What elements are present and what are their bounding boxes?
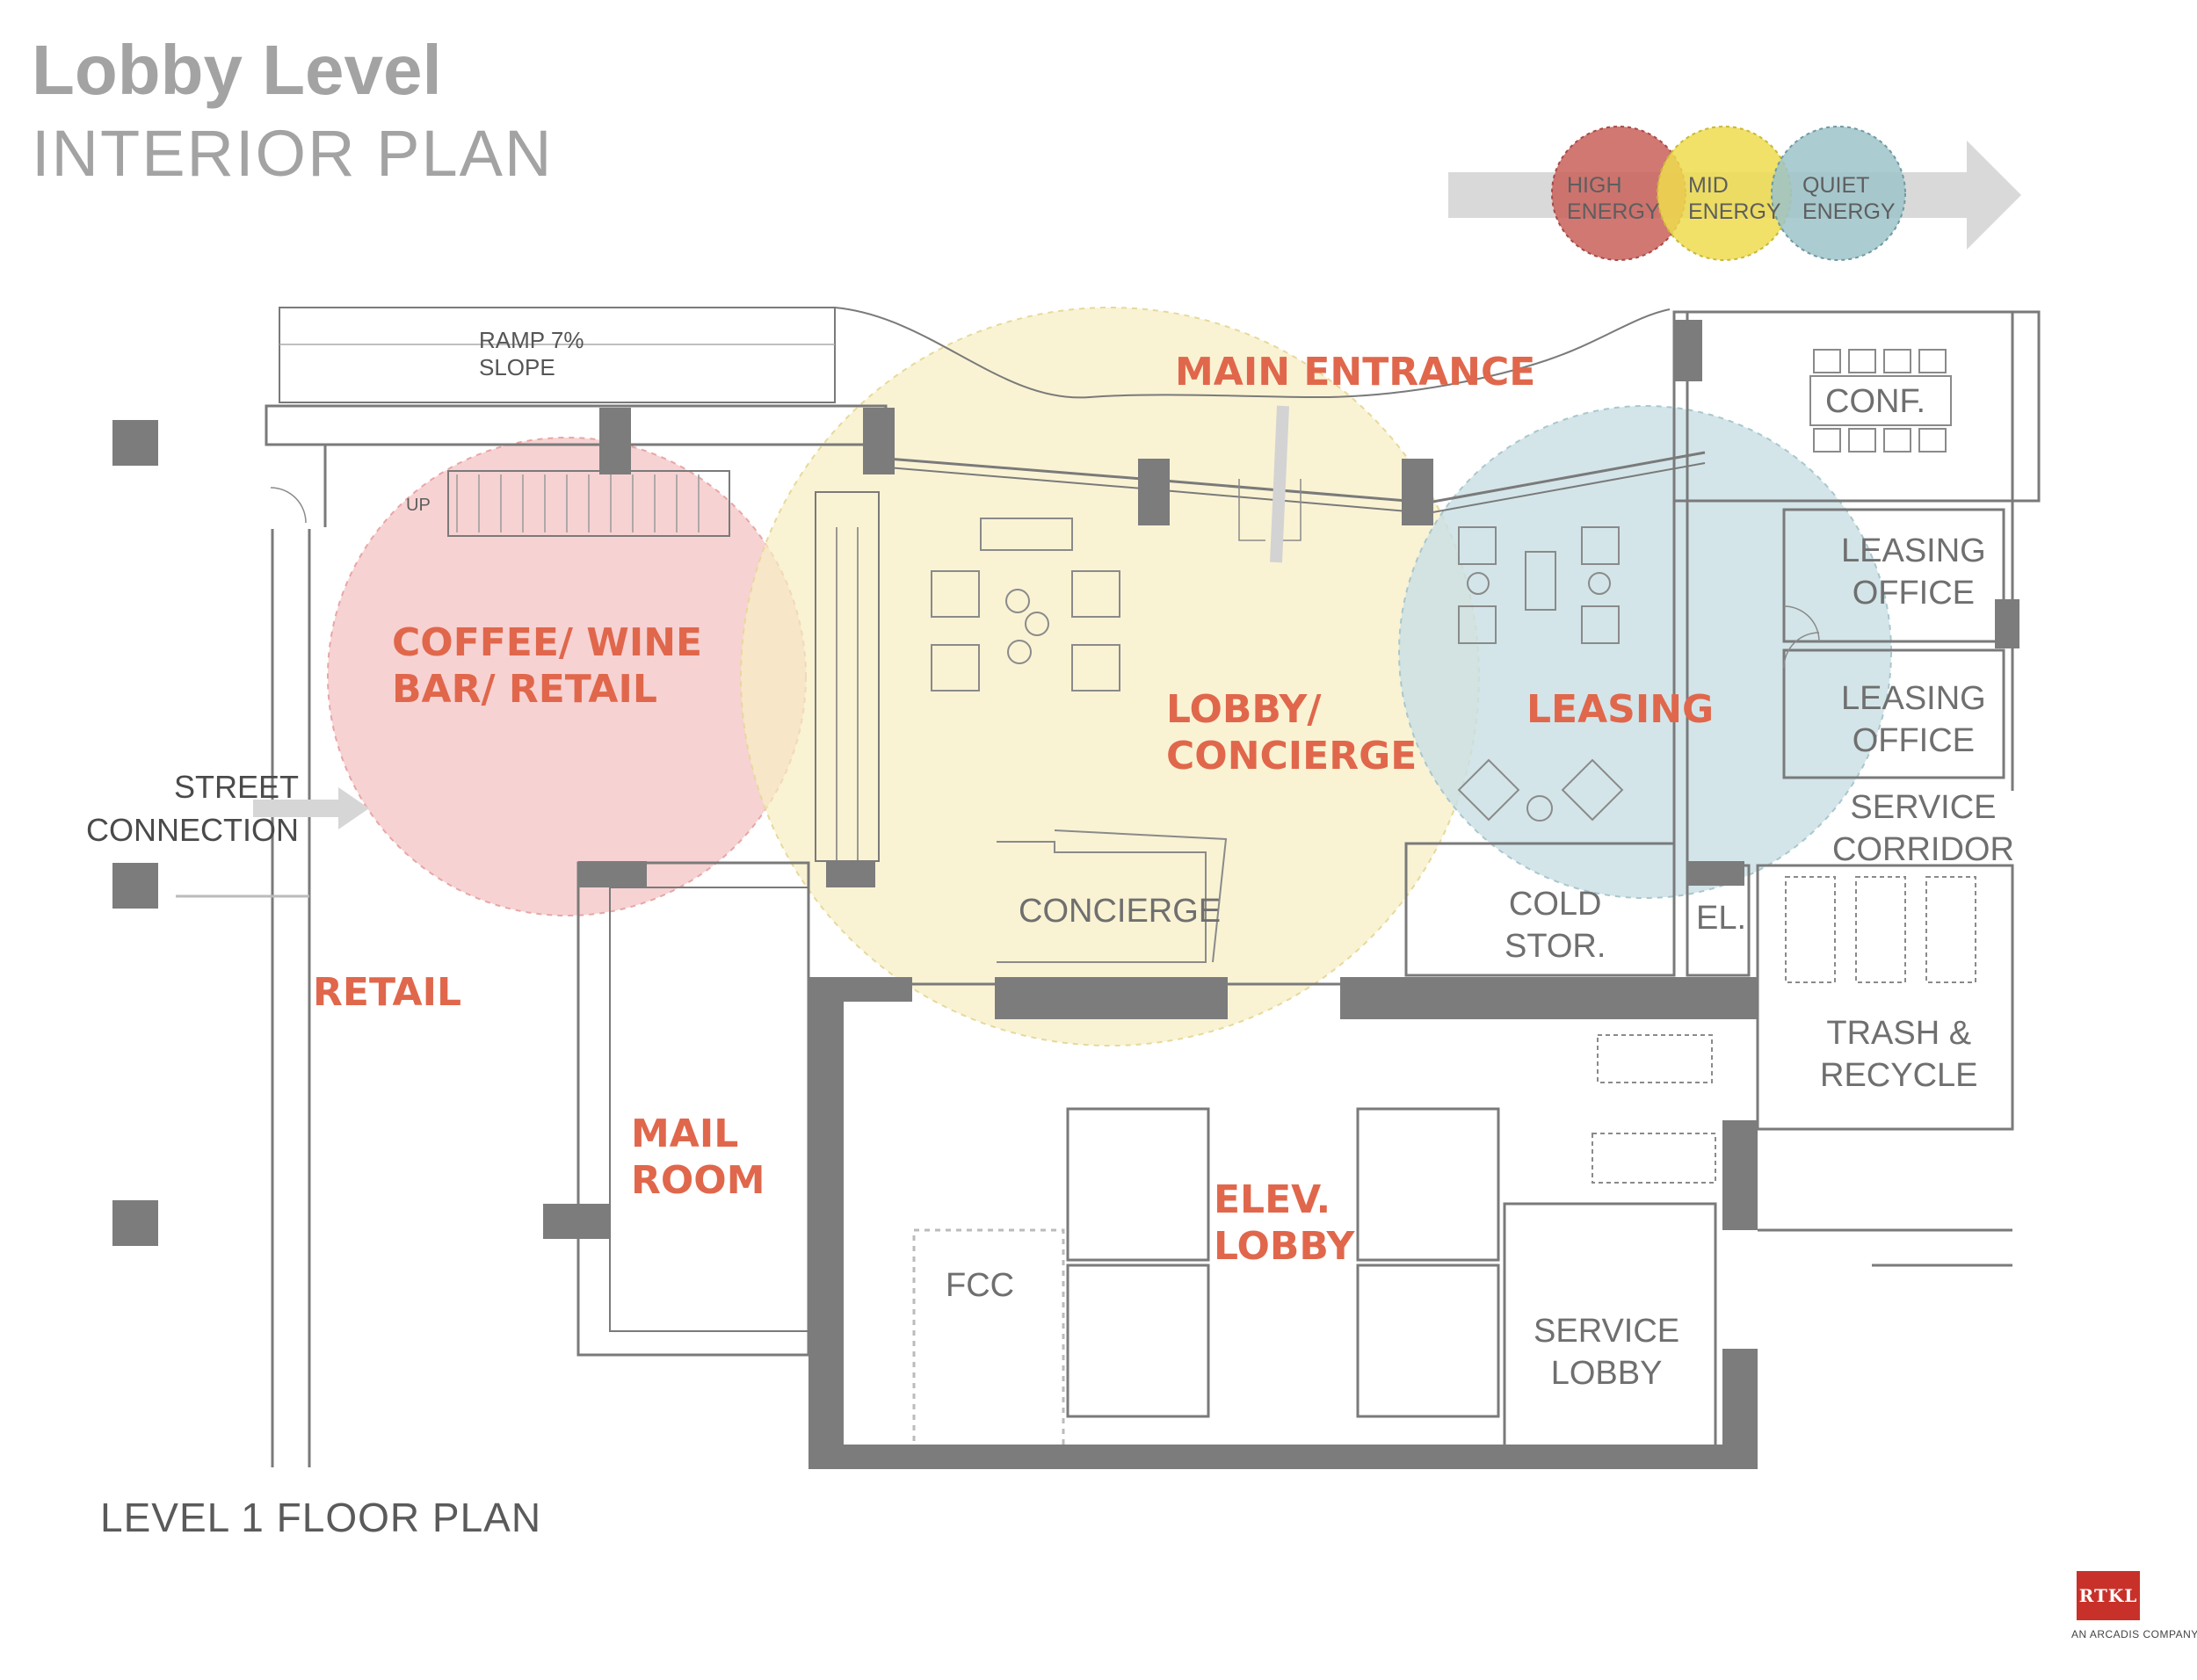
lobby-zone-line1: LOBBY/ (1166, 687, 1322, 732)
street-connection-line2: CONNECTION (86, 811, 299, 848)
elev-lobby-label: ELEV. LOBBY (1214, 1177, 1354, 1271)
street-connection-label: STREET CONNECTION (86, 766, 299, 851)
ramp-line2: SLOPE (479, 354, 555, 381)
entrance-arrow (1270, 405, 1289, 563)
legend-high-line1: HIGH (1567, 173, 1622, 198)
leasing-office-1-line1: LEASING (1841, 532, 1986, 569)
rtkl-logo: RTKL (2077, 1571, 2140, 1620)
cold-storage-line2: STOR. (1505, 927, 1606, 965)
service-lobby-line2: LOBBY (1550, 1354, 1663, 1392)
elev-lobby-line2: LOBBY (1214, 1223, 1355, 1269)
stair-up-label: UP (406, 496, 431, 515)
street-connection-line1: STREET (173, 769, 299, 805)
lobby-zone-line2: CONCIERGE (1166, 733, 1418, 778)
lobby-zone-bubble (740, 307, 1480, 1046)
leasing-zone-bubble (1398, 405, 1892, 899)
rtkl-logo-text: RTKL (2078, 1585, 2138, 1606)
coffee-zone-line1: COFFEE/ WINE (392, 620, 703, 665)
fcc-room-label: FCC (946, 1267, 1015, 1304)
trash-recycle-line2: RECYCLE (1820, 1056, 1978, 1094)
mail-room-line1: MAIL (631, 1112, 739, 1156)
lobby-zone-label: LOBBY/ CONCIERGE (1166, 687, 1417, 780)
furniture (270, 349, 1976, 1184)
cold-storage-label: COLD STOR. (1505, 884, 1606, 967)
coffee-zone-label: COFFEE/ WINE BAR/ RETAIL (392, 620, 702, 713)
concierge-desk-label: CONCIERGE (1019, 893, 1222, 930)
logo-tagline: AN ARCADIS COMPANY (2071, 1628, 2197, 1640)
thin-walls (176, 307, 2041, 1467)
legend-quiet-energy-circle (1771, 126, 1906, 261)
legend-quiet-energy-label: QUIET ENERGY (1802, 172, 1896, 225)
service-lobby-line1: SERVICE (1534, 1313, 1680, 1350)
legend-mid-line2: ENERGY (1688, 199, 1781, 224)
main-entrance-label: MAIN ENTRANCE (1175, 350, 1536, 395)
trash-recycle-label: TRASH & RECYCLE (1820, 1013, 1978, 1097)
retail-zone-label: RETAIL (313, 970, 461, 1015)
service-corridor-line1: SERVICE (1850, 789, 1997, 826)
leasing-office-1-line2: OFFICE (1852, 574, 1976, 612)
energy-legend (1448, 126, 2021, 261)
legend-mid-energy-label: MID ENERGY (1688, 172, 1781, 225)
legend-high-line2: ENERGY (1567, 199, 1660, 224)
page-subtitle: INTERIOR PLAN (32, 117, 554, 190)
thick-walls (112, 320, 2019, 1469)
ramp-label: RAMP 7% SLOPE (479, 327, 584, 381)
trash-recycle-line1: TRASH & (1826, 1015, 1972, 1052)
legend-quiet-line1: QUIET (1802, 173, 1870, 198)
legend-quiet-line2: ENERGY (1802, 199, 1896, 224)
mail-room-line2: ROOM (631, 1157, 765, 1203)
page-title: Lobby Level (32, 31, 442, 109)
el-room-label: EL. (1696, 900, 1747, 937)
service-lobby-label: SERVICE LOBBY (1534, 1311, 1679, 1394)
leasing-zone-label: LEASING (1526, 687, 1715, 732)
legend-high-energy-label: HIGH ENERGY (1567, 172, 1660, 225)
service-corridor-line2: CORRIDOR (1832, 830, 2014, 868)
mail-room-label: MAIL ROOM (631, 1112, 765, 1205)
cold-storage-line1: COLD (1508, 886, 1602, 923)
floor-plan-caption: LEVEL 1 FLOOR PLAN (100, 1495, 542, 1540)
leasing-office-2-line2: OFFICE (1852, 721, 1976, 759)
leasing-office-2-label: LEASING OFFICE (1841, 678, 1986, 762)
street-arrow (253, 787, 369, 829)
conf-room-label: CONF. (1825, 383, 1925, 420)
coffee-zone-line2: BAR/ RETAIL (392, 666, 657, 712)
legend-mid-line1: MID (1688, 173, 1729, 198)
ramp-line1: RAMP 7% (479, 327, 584, 353)
leasing-office-2-line1: LEASING (1841, 680, 1986, 717)
leasing-office-1-label: LEASING OFFICE (1841, 531, 1986, 614)
service-corridor-label: SERVICE CORRIDOR (1832, 787, 2014, 871)
elev-lobby-line1: ELEV. (1214, 1177, 1331, 1222)
